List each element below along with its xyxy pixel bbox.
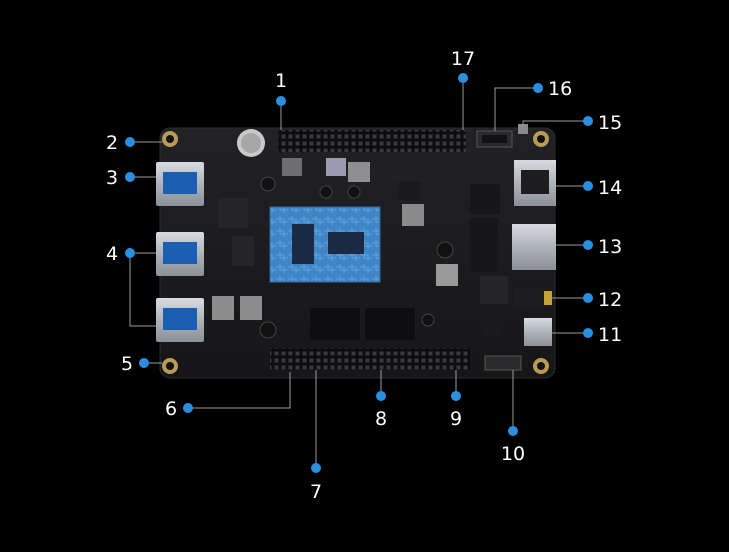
callout-label: 1 xyxy=(275,70,287,92)
callout-dot xyxy=(583,328,593,338)
callout-label: 16 xyxy=(548,78,572,100)
ram-chip-1 xyxy=(310,308,360,340)
callout-dot xyxy=(451,391,461,401)
callout-dot xyxy=(583,116,593,126)
callout-dot xyxy=(583,240,593,250)
top-gpio-header xyxy=(278,130,466,152)
board-components xyxy=(212,158,508,339)
fan-connector-slot xyxy=(482,135,507,143)
callout-6: 6 xyxy=(165,398,193,420)
callout-14: 14 xyxy=(583,177,622,199)
bottom-gpio-header xyxy=(270,348,470,370)
callout-label: 8 xyxy=(375,408,387,430)
callout-8: 8 xyxy=(375,391,387,430)
rtc-battery xyxy=(237,129,265,157)
callout-4: 4 xyxy=(106,243,135,265)
callout-dot xyxy=(125,248,135,258)
callout-1: 1 xyxy=(275,70,287,106)
callout-15: 15 xyxy=(583,112,622,134)
callout-label: 7 xyxy=(310,481,322,503)
callout-dot xyxy=(139,358,149,368)
bottom-connector xyxy=(484,355,522,371)
callout-dot xyxy=(276,96,286,106)
ram-chip-2 xyxy=(365,308,415,340)
network-port xyxy=(512,224,556,270)
mounting-holes xyxy=(162,131,549,374)
callout-dot xyxy=(583,181,593,191)
usb-c-port xyxy=(524,318,552,346)
callout-dot xyxy=(125,172,135,182)
top-right-button xyxy=(518,124,528,134)
callout-2: 2 xyxy=(106,132,135,154)
callout-dot xyxy=(533,83,543,93)
callout-label: 13 xyxy=(598,236,622,258)
callout-dot xyxy=(125,137,135,147)
callout-5: 5 xyxy=(121,353,149,375)
hdmi-port xyxy=(514,160,556,206)
callout-label: 10 xyxy=(501,443,525,465)
callout-label: 14 xyxy=(598,177,622,199)
callout-dot xyxy=(583,293,593,303)
audio-jack xyxy=(514,288,552,308)
callout-16: 16 xyxy=(533,78,572,100)
callout-9: 9 xyxy=(450,391,462,430)
callout-label: 6 xyxy=(165,398,177,420)
callout-label: 3 xyxy=(106,167,118,189)
callout-11: 11 xyxy=(583,324,622,346)
callout-10: 10 xyxy=(501,426,525,465)
callout-label: 11 xyxy=(598,324,622,346)
callout-12: 12 xyxy=(583,289,622,311)
callout-17: 17 xyxy=(451,48,475,83)
callout-dot xyxy=(458,73,468,83)
callout-dot xyxy=(376,391,386,401)
callout-label: 5 xyxy=(121,353,133,375)
callout-3: 3 xyxy=(106,167,135,189)
callout-label: 17 xyxy=(451,48,475,70)
callout-dot xyxy=(508,426,518,436)
callout-dot xyxy=(183,403,193,413)
callout-dot xyxy=(311,463,321,473)
callout-label: 9 xyxy=(450,408,462,430)
callout-label: 2 xyxy=(106,132,118,154)
cpu-module xyxy=(269,206,381,283)
callout-7: 7 xyxy=(310,463,322,503)
usb-ports xyxy=(156,162,204,342)
callout-13: 13 xyxy=(583,236,622,258)
callout-label: 15 xyxy=(598,112,622,134)
callout-label: 4 xyxy=(106,243,118,265)
callout-label: 12 xyxy=(598,289,622,311)
